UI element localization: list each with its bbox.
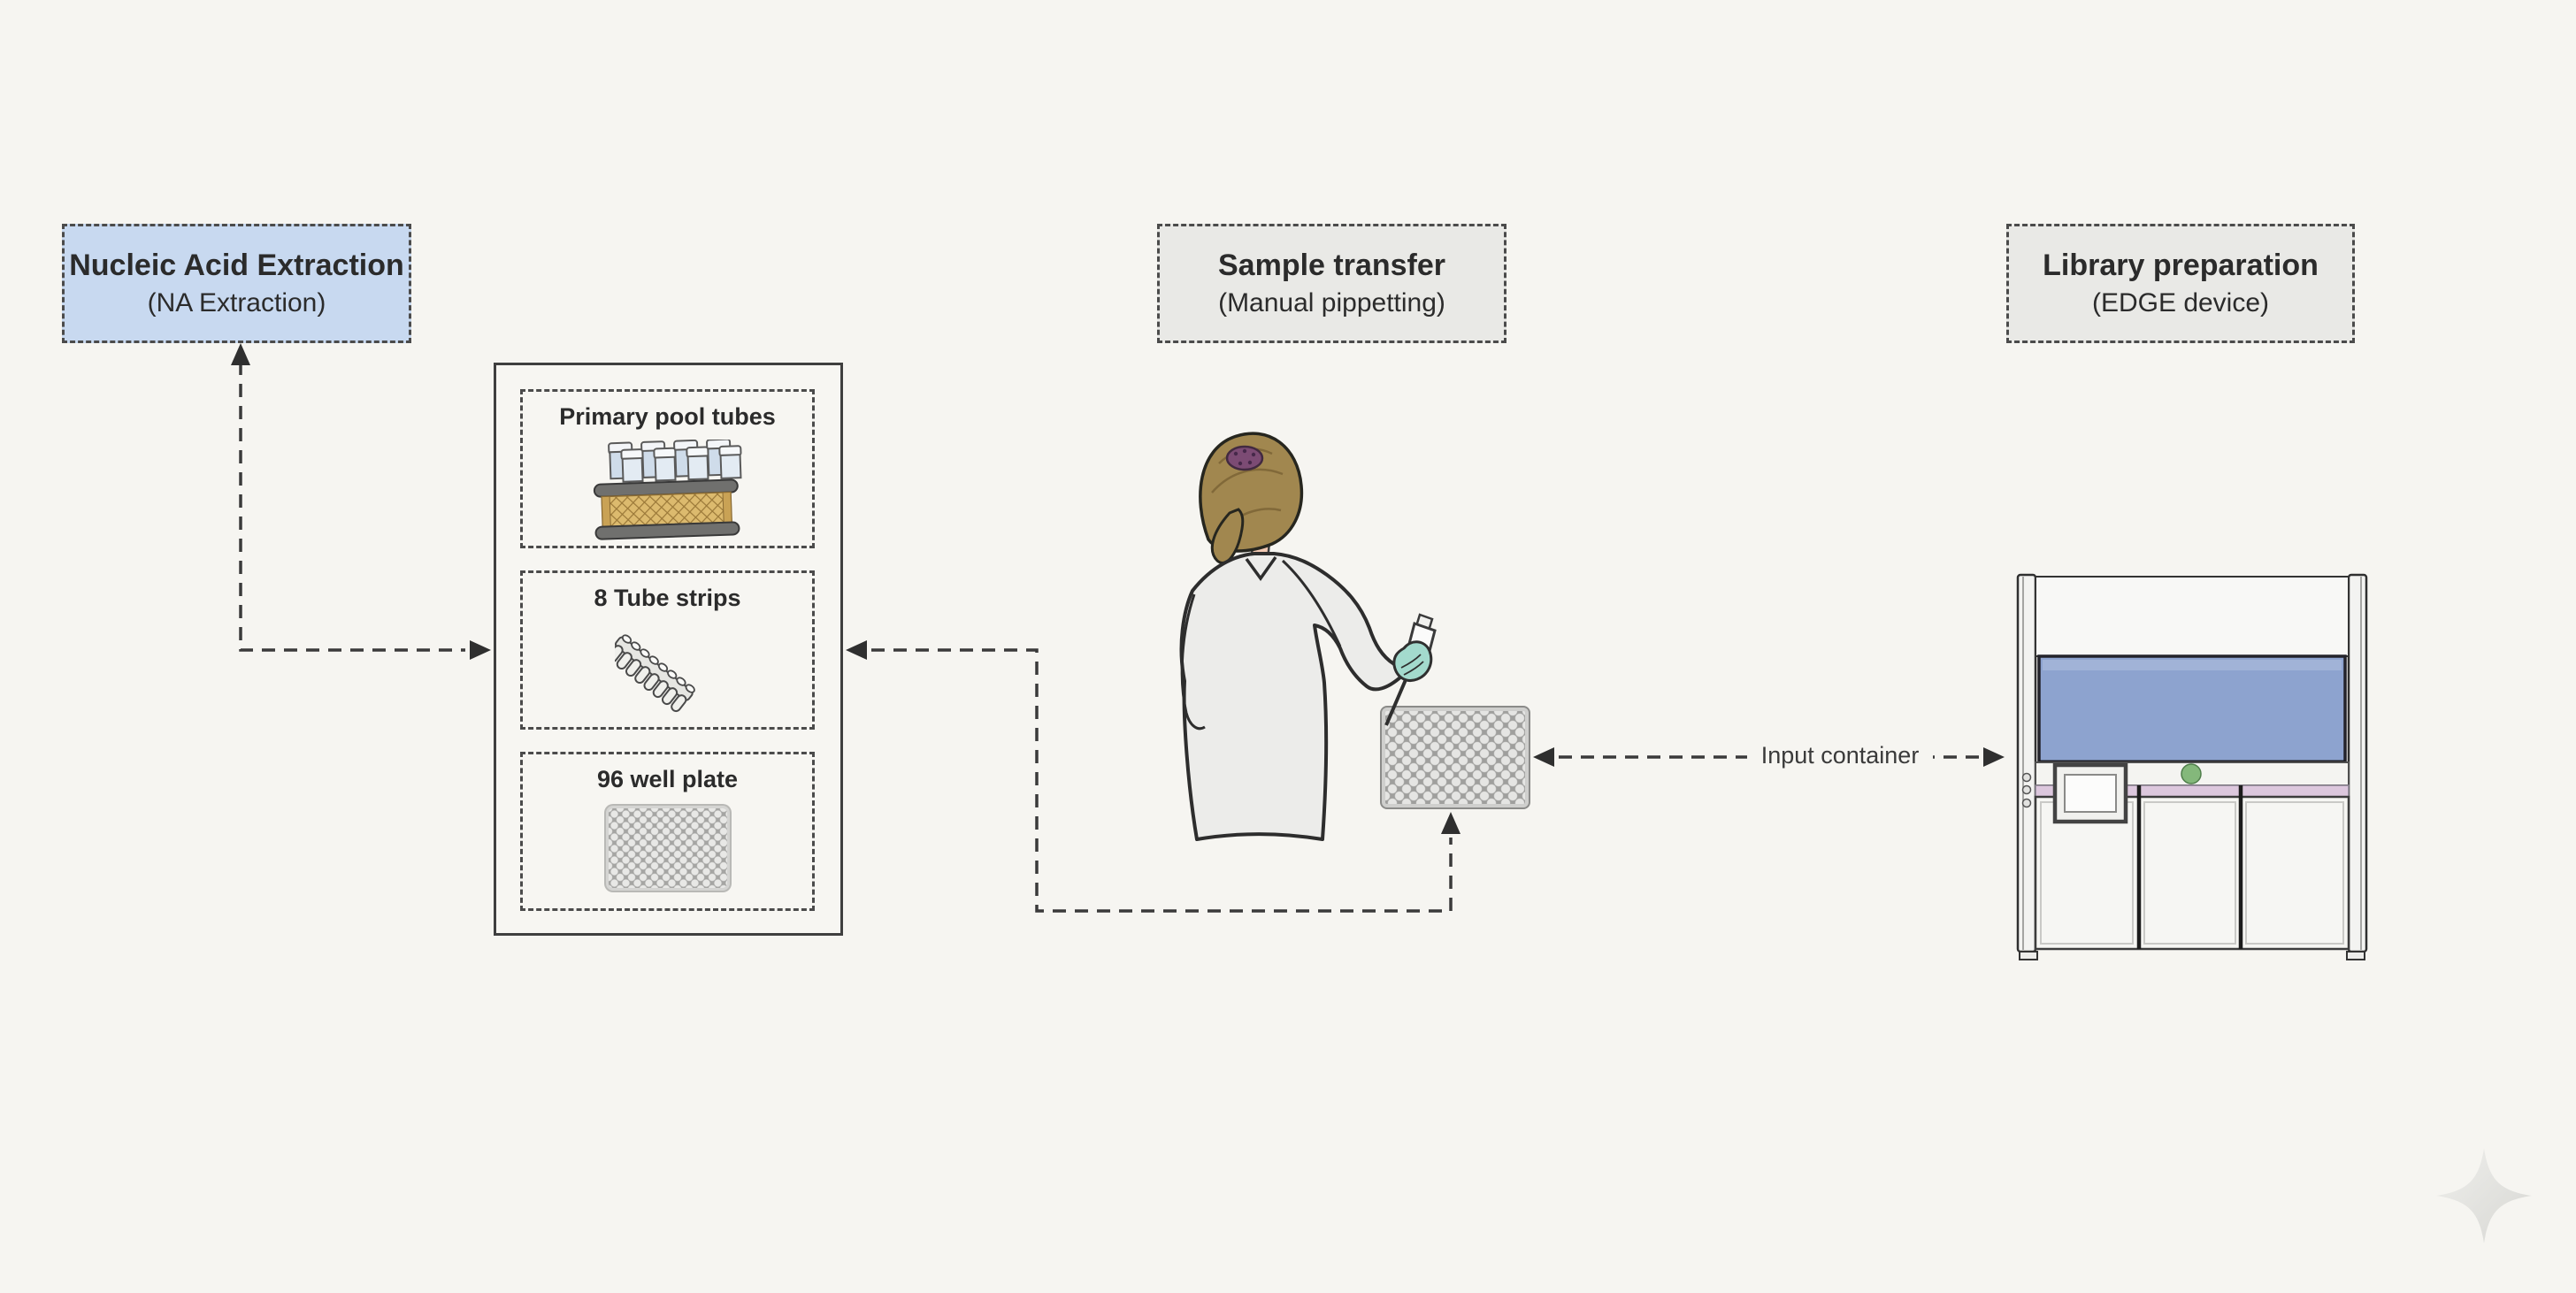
arrowhead-left-into-panel [846, 640, 867, 660]
lab-coat [1179, 552, 1403, 841]
labware-label: 8 Tube strips [594, 585, 741, 611]
arrowhead-up-into-extraction [231, 343, 250, 365]
stage-subtitle: (NA Extraction) [147, 287, 326, 318]
device-top-panel [2035, 576, 2350, 657]
coat-arm-seam [1281, 559, 1342, 647]
coat-left-arm-seam [1180, 593, 1206, 731]
arrowhead-left-into-plate [1533, 747, 1554, 767]
device-foot [2346, 951, 2365, 960]
stage-title: Library preparation [2043, 249, 2319, 283]
stage-title: Sample transfer [1218, 249, 1445, 283]
labware-label: 96 well plate [596, 766, 739, 792]
stage-subtitle: (EDGE device) [2091, 287, 2270, 318]
connector-panel-to-extraction [239, 362, 465, 652]
well-plate-icon [605, 806, 730, 891]
device-window [2037, 654, 2347, 764]
coat-collar [1245, 555, 1277, 582]
scientist-illustration [1179, 432, 1437, 841]
stage-title: Nucleic Acid Extraction [69, 249, 404, 283]
stage-subtitle: (Manual pippetting) [1218, 287, 1445, 318]
device-left-pillar [2016, 573, 2037, 953]
input-container-label: Input container [1747, 742, 1933, 769]
arrowhead-right-into-device [1983, 747, 2005, 767]
edge-device-illustration [2016, 573, 2368, 960]
labware-item-96-well-plate: 96 well plate [520, 752, 815, 911]
stage-box-sample-transfer: Sample transfer (Manual pippetting) [1157, 224, 1506, 343]
labware-item-8-tube-strips: 8 Tube strips [520, 570, 815, 730]
ponytail [1210, 508, 1245, 564]
device-foot [2019, 951, 2038, 960]
arrowhead-right-into-panel [470, 640, 491, 660]
stage-box-library-preparation: Library preparation (EDGE device) [2006, 224, 2355, 343]
device-right-pillar [2347, 573, 2368, 953]
arrowhead-up-into-plate [1441, 812, 1460, 834]
device-hinges [2021, 772, 2032, 808]
tube-rack-icon [593, 440, 741, 540]
sample-plate-illustration [1382, 708, 1529, 807]
sparkle-watermark-icon [2436, 1148, 2532, 1243]
labware-label: Primary pool tubes [559, 403, 776, 430]
labware-panel: Primary pool tubes [494, 363, 843, 936]
stage-box-nucleic-acid-extraction: Nucleic Acid Extraction (NA Extraction) [62, 224, 411, 343]
device-power-button [2181, 763, 2202, 784]
labware-item-primary-pool-tubes: Primary pool tubes [520, 389, 815, 548]
tube-strip-icon [614, 634, 695, 713]
connector-panel-to-plate [871, 648, 1453, 913]
pipette-tip [1384, 675, 1409, 726]
